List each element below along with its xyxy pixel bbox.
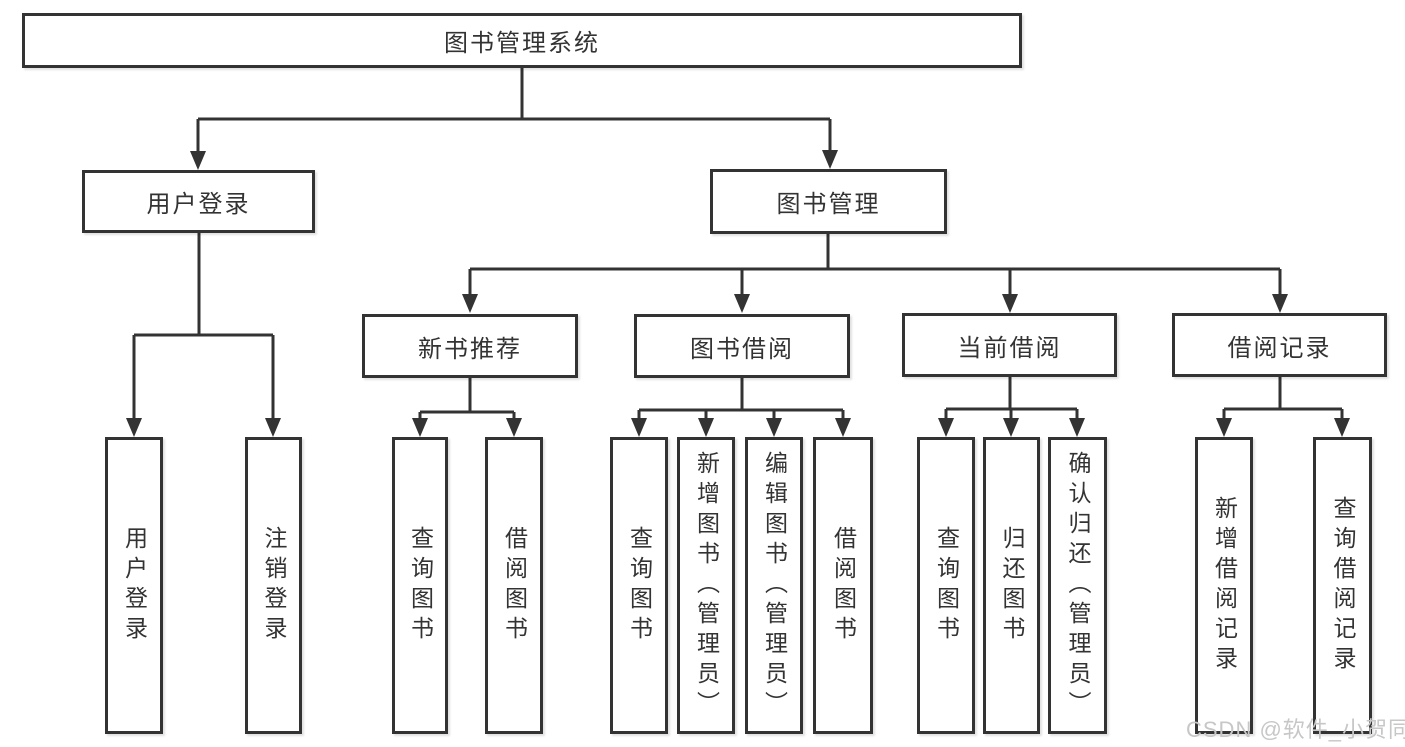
leaf-label: 借阅图书 <box>830 525 857 646</box>
leaf-query-borrow-record: 查询借阅记录 <box>1313 437 1372 734</box>
leaf-edit-books-admin: 编辑图书（管理员） <box>745 437 803 734</box>
node-current-borrowing: 当前借阅 <box>902 313 1117 377</box>
leaf-add-borrow-record: 新增借阅记录 <box>1195 437 1253 734</box>
leaf-label: 用户登录 <box>121 525 148 646</box>
leaf-label: 注销登录 <box>261 525 287 646</box>
leaf-label: 归还图书 <box>999 525 1025 646</box>
node-borrowing-records: 借阅记录 <box>1172 313 1387 377</box>
leaf-label: 查询图书 <box>933 525 960 646</box>
leaf-label: 查询图书 <box>626 525 653 646</box>
node-book-management: 图书管理 <box>710 169 947 234</box>
leaf-logout: 注销登录 <box>245 437 302 734</box>
leaf-label: 确认归还（管理员） <box>1065 450 1091 721</box>
leaf-label: 新增图书（管理员） <box>693 450 720 721</box>
leaf-return-books: 归还图书 <box>983 437 1040 734</box>
leaf-borrow-books: 借阅图书 <box>813 437 873 734</box>
csdn-watermark: CSDN @软件_小贺同学 <box>1186 717 1405 742</box>
leaf-query-books-recommend: 查询图书 <box>392 437 448 734</box>
node-new-book-recommendation: 新书推荐 <box>362 314 578 378</box>
leaf-label: 编辑图书（管理员） <box>761 450 788 721</box>
node-user-login: 用户登录 <box>82 170 315 233</box>
leaf-label: 查询图书 <box>407 525 434 646</box>
leaf-confirm-return-admin: 确认归还（管理员） <box>1048 437 1107 734</box>
leaf-add-books-admin: 新增图书（管理员） <box>677 437 735 734</box>
leaf-label: 借阅图书 <box>501 525 528 646</box>
node-book-borrowing: 图书借阅 <box>634 314 850 378</box>
node-library-system: 图书管理系统 <box>22 13 1022 68</box>
leaf-user-login: 用户登录 <box>105 437 163 734</box>
leaf-label: 查询借阅记录 <box>1330 495 1356 676</box>
leaf-query-books-borrowing: 查询图书 <box>610 437 668 734</box>
leaf-label: 新增借阅记录 <box>1211 495 1238 676</box>
leaf-borrow-books-recommend: 借阅图书 <box>485 437 543 734</box>
leaf-query-books-current: 查询图书 <box>917 437 975 734</box>
